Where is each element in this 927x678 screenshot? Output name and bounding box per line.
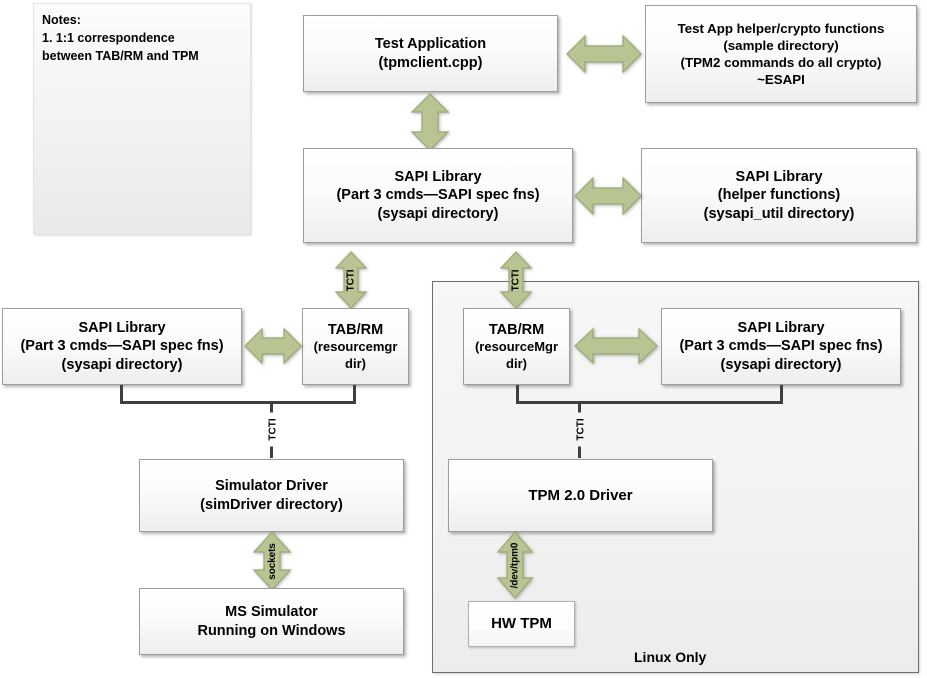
box-hw-tpm-line-1: HW TPM [491,615,552,633]
arrow-tabrmright-to-sapiright [573,325,659,367]
box-sapi-left-line-1: SAPI Library [78,319,166,336]
box-sapi-helper-line-3: (sysapi_util directory) [703,205,855,222]
arrow-tcti-right-up: TCTI [498,250,534,310]
notes-line-2: between TAB/RM and TPM [42,48,199,63]
box-tabrm-right-line-3: dir) [506,355,527,371]
box-tpm-driver-line-1: TPM 2.0 Driver [528,486,633,504]
box-tabrm-left-line-3: dir) [345,355,366,371]
box-sapi-right-line-2: (Part 3 cmds—SAPI spec fns) [679,338,883,355]
arrow-sapi-to-sapi-helper [573,174,643,218]
box-sapi-helper-line-1: SAPI Library [735,168,823,185]
box-tabrm-left-line-1: TAB/RM [327,321,384,338]
linux-only-label: Linux Only [634,649,707,665]
box-tabrm-right-line-2: (resourceMgr [474,339,559,355]
arrow-sockets: sockets [250,530,294,592]
connector-left-tabrm-stub [353,385,356,403]
connector-left-bracket [120,401,356,404]
box-sapi-helper[interactable]: SAPI Library (helper functions) (sysapi_… [641,148,917,243]
connector-right-bracket [516,401,783,404]
box-test-app-helper[interactable]: Test App helper/crypto functions (sample… [645,5,917,103]
box-test-app-helper-line-4: ~ESAPI [757,72,805,88]
box-sapi-main-line-3: (sysapi directory) [377,205,499,222]
box-simulator-driver-line-2: (simDriver directory) [200,496,343,513]
box-sapi-main[interactable]: SAPI Library (Part 3 cmds—SAPI spec fns)… [303,148,573,243]
notes-line-1: 1. 1:1 correspondence [42,30,175,45]
box-sapi-left-line-3: (sysapi directory) [61,356,183,373]
connector-right-tcti-label: TCTI [575,412,587,447]
box-simulator-driver-line-1: Simulator Driver [215,477,328,494]
box-tabrm-right[interactable]: TAB/RM (resourceMgr dir) [463,308,570,385]
box-hw-tpm[interactable]: HW TPM [468,601,575,647]
box-test-application[interactable]: Test Application (tpmclient.cpp) [303,15,558,92]
box-test-app-helper-line-2: (sample directory) [723,37,839,53]
notes-panel: Notes: 1. 1:1 correspondence between TAB… [33,3,251,235]
box-test-app-helper-line-1: Test App helper/crypto functions [677,20,885,36]
arrow-tcti-left-up: TCTI [333,250,369,310]
box-tpm-driver[interactable]: TPM 2.0 Driver [448,459,713,532]
box-ms-simulator-line-1: MS Simulator [225,603,318,620]
arrow-sapileft-to-tabrmleft [243,325,303,367]
box-sapi-right-line-1: SAPI Library [737,319,825,336]
box-sapi-main-line-2: (Part 3 cmds—SAPI spec fns) [336,187,540,204]
box-sapi-left[interactable]: SAPI Library (Part 3 cmds—SAPI spec fns)… [2,308,242,385]
box-sapi-helper-line-2: (helper functions) [717,187,841,204]
arrow-dev-tpm0: /dev/tpm0 [494,530,536,600]
connector-right-sapi-stub [780,385,783,403]
box-ms-simulator-line-2: Running on Windows [197,622,346,639]
connector-right-tabrm-stub [516,385,519,403]
box-ms-simulator[interactable]: MS Simulator Running on Windows [139,588,404,655]
box-tabrm-left[interactable]: TAB/RM (resourcemgr dir) [302,308,409,385]
box-test-application-line-1: Test Application [374,35,487,52]
box-tabrm-left-line-2: (resourcemgr [313,339,398,355]
box-test-app-helper-line-3: (TPM2 commands do all crypto) [680,55,882,70]
box-simulator-driver[interactable]: Simulator Driver (simDriver directory) [139,459,404,532]
connector-left-tcti-label: TCTI [267,412,279,447]
box-sapi-main-line-1: SAPI Library [394,168,482,185]
arrow-testapp-to-helper [565,32,643,76]
arrow-testapp-to-sapi [408,92,452,152]
box-sapi-right[interactable]: SAPI Library (Part 3 cmds—SAPI spec fns)… [661,308,901,385]
connector-left-sapi-stub [120,385,123,403]
box-sapi-left-line-2: (Part 3 cmds—SAPI spec fns) [20,338,224,355]
box-tabrm-right-line-1: TAB/RM [488,321,545,338]
notes-heading: Notes: [42,13,81,27]
box-test-application-line-2: (tpmclient.cpp) [378,54,483,71]
box-sapi-right-line-3: (sysapi directory) [720,356,842,373]
